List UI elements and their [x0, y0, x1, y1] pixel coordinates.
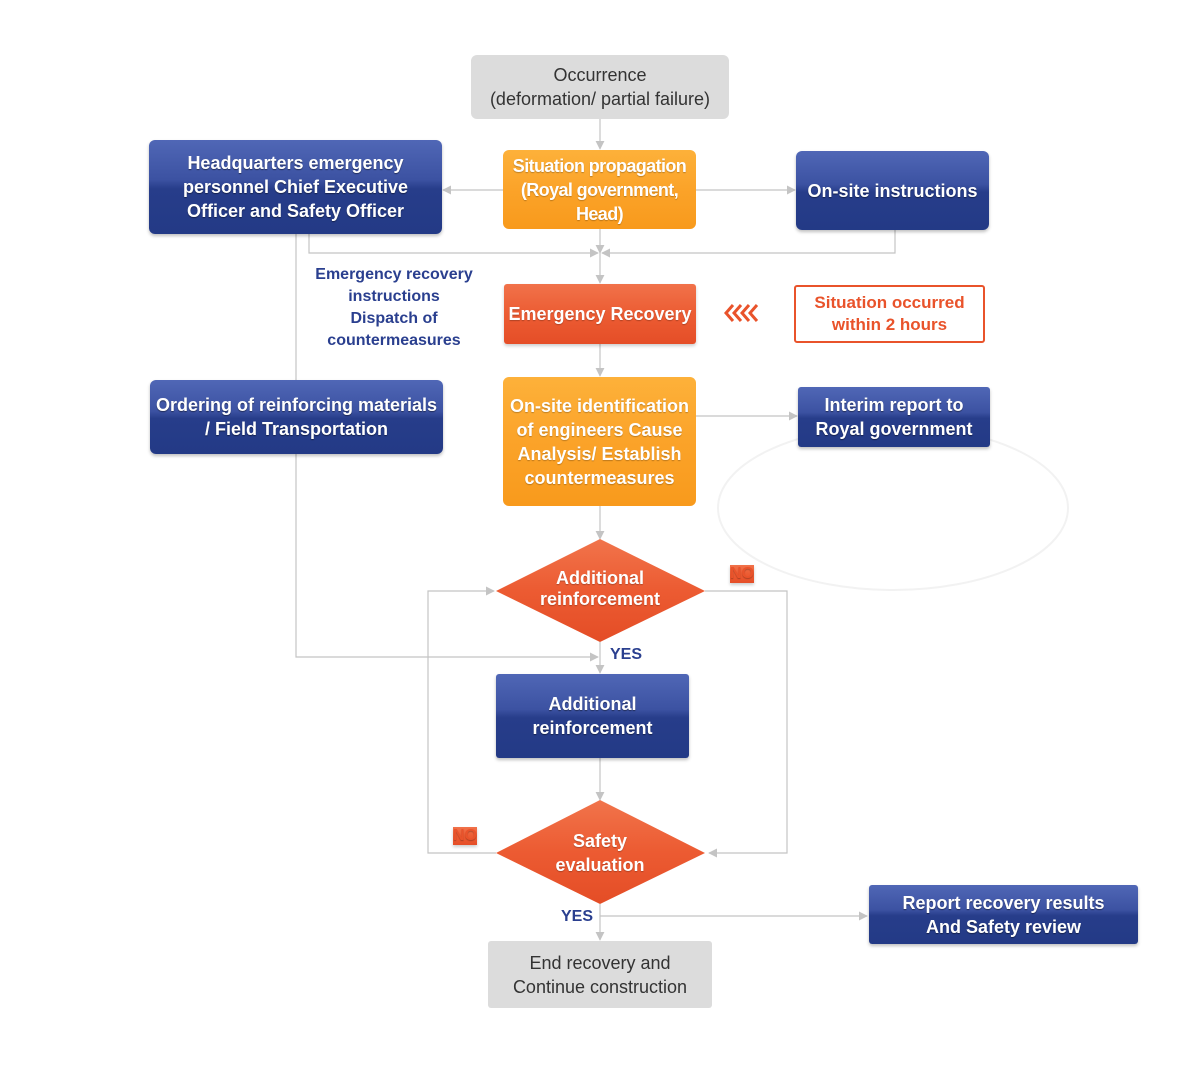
onsite-instructions-box: On-site instructions [796, 151, 989, 230]
ordering-box: Ordering of reinforcing materials / Fiel… [150, 380, 443, 454]
chevron-left-arrows-icon [724, 304, 759, 322]
report-results-label: Report recovery results And Safety revie… [902, 892, 1105, 937]
decision-reinforcement-label: Additional reinforcement [539, 568, 661, 609]
decision-diamond-reinforcement [496, 539, 705, 642]
occurrence-box: Occurrence (deformation/ partial failure… [471, 55, 729, 119]
report-results-box: Report recovery results And Safety revie… [869, 885, 1138, 944]
reinforcement-yes-label: YES [610, 646, 643, 663]
safety-no-label: NO [453, 827, 477, 845]
side-note-line-4: countermeasures [327, 332, 461, 349]
side-note-line-1: Emergency recovery [315, 266, 473, 283]
side-note: Emergency recovery instructions Dispatch… [296, 264, 492, 352]
emergency-recovery-box: Emergency Recovery [504, 284, 696, 344]
decorative-ellipse [717, 425, 1069, 591]
identification-box: On-site identification of engineers Caus… [503, 377, 696, 506]
side-note-line-2: instructions [348, 288, 440, 305]
headquarters-box: Headquarters emergency personnel Chief E… [149, 140, 442, 234]
reinforcement-no-label: NO [730, 565, 754, 583]
situation-propagation-box: Situation propagation (Royal government,… [503, 150, 696, 229]
additional-reinforcement-label: Additional reinforcement [532, 694, 653, 738]
interim-report-box: Interim report to Royal government [798, 387, 990, 447]
identification-label: On-site identification of engineers Caus… [509, 395, 689, 488]
side-note-line-3: Dispatch of [350, 310, 438, 327]
occurrence-label: Occurrence (deformation/ partial failure… [489, 65, 711, 109]
onsite-instructions-label: On-site instructions [807, 180, 978, 201]
safety-yes-label: YES [561, 908, 594, 925]
situation-note-box: Situation occurred within 2 hours [794, 285, 985, 343]
interim-report-label: Interim report to Royal government [815, 395, 973, 439]
situation-propagation-label: Situation propagation (Royal government,… [512, 155, 687, 224]
additional-reinforcement-box: Additional reinforcement [496, 674, 689, 758]
ordering-label: Ordering of reinforcing materials / Fiel… [155, 395, 438, 439]
end-box: End recovery and Continue construction [488, 941, 712, 1008]
decision-safety-label: Safety evaluation [555, 831, 645, 875]
headquarters-label: Headquarters emergency personnel Chief E… [182, 153, 409, 221]
situation-note-label: Situation occurred within 2 hours [814, 293, 965, 334]
emergency-recovery-label: Emergency Recovery [508, 304, 692, 324]
decision-diamond-safety [496, 800, 705, 904]
end-label: End recovery and Continue construction [512, 952, 688, 997]
